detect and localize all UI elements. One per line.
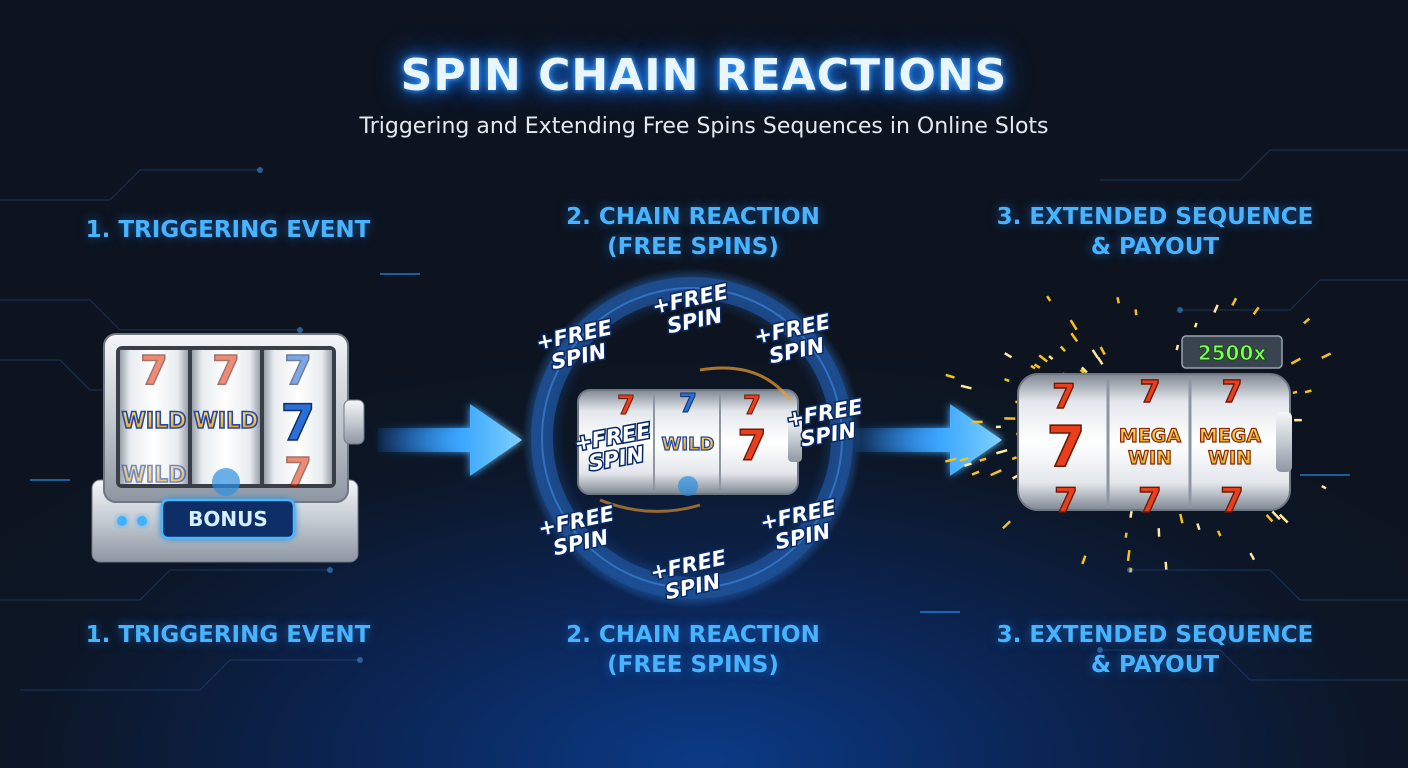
- spark: [1046, 295, 1052, 302]
- svg-text:7: 7: [1052, 377, 1076, 417]
- spark: [1038, 354, 1048, 363]
- spark: [1213, 304, 1219, 314]
- spark: [1004, 378, 1010, 383]
- mega-win-symbol: MEGA: [1119, 425, 1181, 447]
- svg-text:7: 7: [1047, 415, 1086, 480]
- svg-text:7: 7: [284, 348, 312, 394]
- spark: [1304, 389, 1312, 394]
- spark: [1033, 363, 1041, 369]
- svg-text:7: 7: [281, 394, 316, 452]
- spark: [979, 457, 987, 462]
- svg-text:2500x: 2500x: [1198, 341, 1267, 365]
- spark: [1059, 345, 1066, 353]
- spark: [1048, 355, 1054, 361]
- spark: [1069, 319, 1078, 331]
- arrow-right-icon: [855, 404, 1002, 476]
- spark: [1164, 561, 1168, 570]
- spark: [996, 449, 1008, 455]
- payout-reels: 7 7 7 7 MEGA WIN MEGA WIN 7 7 7: [1017, 373, 1292, 522]
- spark: [945, 457, 957, 463]
- spark: [1271, 510, 1281, 521]
- svg-text:7: 7: [212, 348, 240, 394]
- spinning-reels: 7 7 7 WILD 7: [577, 366, 802, 513]
- svg-text:7: 7: [1054, 481, 1078, 521]
- spark: [1126, 549, 1131, 562]
- spark: [1091, 349, 1099, 359]
- step-1-bottom-label: 1. TRIGGERING EVENT: [85, 622, 371, 648]
- spark: [1303, 317, 1311, 325]
- spark: [1097, 356, 1104, 365]
- svg-text:7: 7: [679, 389, 697, 419]
- spark: [1080, 366, 1088, 374]
- svg-text:7: 7: [1222, 375, 1243, 410]
- step-1-top-label: 1. TRIGGERING EVENT: [85, 217, 371, 243]
- spark: [1079, 368, 1085, 374]
- svg-text:BONUS: BONUS: [188, 507, 268, 531]
- spark: [1321, 485, 1327, 490]
- spark: [1290, 357, 1301, 365]
- spark: [1193, 322, 1198, 328]
- spark: [1252, 306, 1260, 315]
- step-3-bottom-label: 3. EXTENDED SEQUENCE& PAYOUT: [996, 622, 1314, 678]
- spark: [1011, 456, 1017, 461]
- arrow-right-icon: [378, 404, 522, 476]
- svg-text:WILD: WILD: [122, 463, 187, 488]
- spark: [1134, 309, 1138, 316]
- spark: [1321, 352, 1332, 360]
- spark: [959, 457, 969, 462]
- page-subtitle: Triggering and Extending Free Spins Sequ…: [359, 114, 1049, 139]
- spark: [1030, 364, 1036, 370]
- spark: [1116, 297, 1120, 304]
- svg-text:7: 7: [140, 348, 168, 394]
- page-title: SPIN CHAIN REACTIONS: [400, 50, 1008, 101]
- multiplier-badge: 2500x: [1181, 335, 1283, 369]
- slot-machine: 7 7 7 WILD WILD 7 WILD 7 BONUS: [91, 333, 365, 563]
- spark: [1292, 390, 1298, 395]
- mega-win-symbol: MEGA: [1199, 425, 1261, 447]
- wild-symbol: WILD: [194, 409, 259, 434]
- svg-text:7: 7: [1220, 481, 1244, 521]
- spark: [1175, 344, 1180, 351]
- svg-text:WIN: WIN: [1208, 447, 1252, 469]
- svg-text:7: 7: [617, 391, 635, 421]
- spark: [1231, 297, 1238, 307]
- spark: [1124, 532, 1128, 538]
- svg-text:7: 7: [1140, 375, 1161, 410]
- spark: [1099, 346, 1106, 356]
- spark: [1002, 520, 1012, 530]
- svg-text:7: 7: [284, 450, 312, 496]
- spark: [1129, 511, 1133, 518]
- spark: [963, 462, 972, 467]
- spark: [960, 384, 972, 390]
- spark: [1179, 513, 1184, 524]
- spark: [990, 469, 1002, 477]
- spark: [1278, 513, 1289, 524]
- spark: [1004, 352, 1013, 359]
- spark: [945, 373, 955, 379]
- svg-text:WIN: WIN: [1128, 447, 1172, 469]
- step-2-bottom-label: 2. CHAIN REACTION(FREE SPINS): [566, 622, 820, 678]
- wild-symbol: WILD: [122, 409, 187, 434]
- spark: [1249, 552, 1256, 561]
- spark: [1265, 514, 1274, 523]
- spark: [1081, 555, 1087, 565]
- svg-text:7: 7: [1138, 481, 1162, 521]
- svg-text:7: 7: [737, 421, 766, 470]
- spark: [971, 470, 980, 476]
- spark: [1196, 523, 1201, 531]
- spark: [1216, 530, 1222, 537]
- svg-text:7: 7: [743, 391, 761, 421]
- bonus-button[interactable]: BONUS: [160, 498, 296, 540]
- spark: [1070, 332, 1079, 343]
- step-3-top-label: 3. EXTENDED SEQUENCE& PAYOUT: [996, 204, 1314, 260]
- svg-text:WILD: WILD: [662, 434, 715, 455]
- step-2-top-label: 2. CHAIN REACTION(FREE SPINS): [566, 204, 820, 260]
